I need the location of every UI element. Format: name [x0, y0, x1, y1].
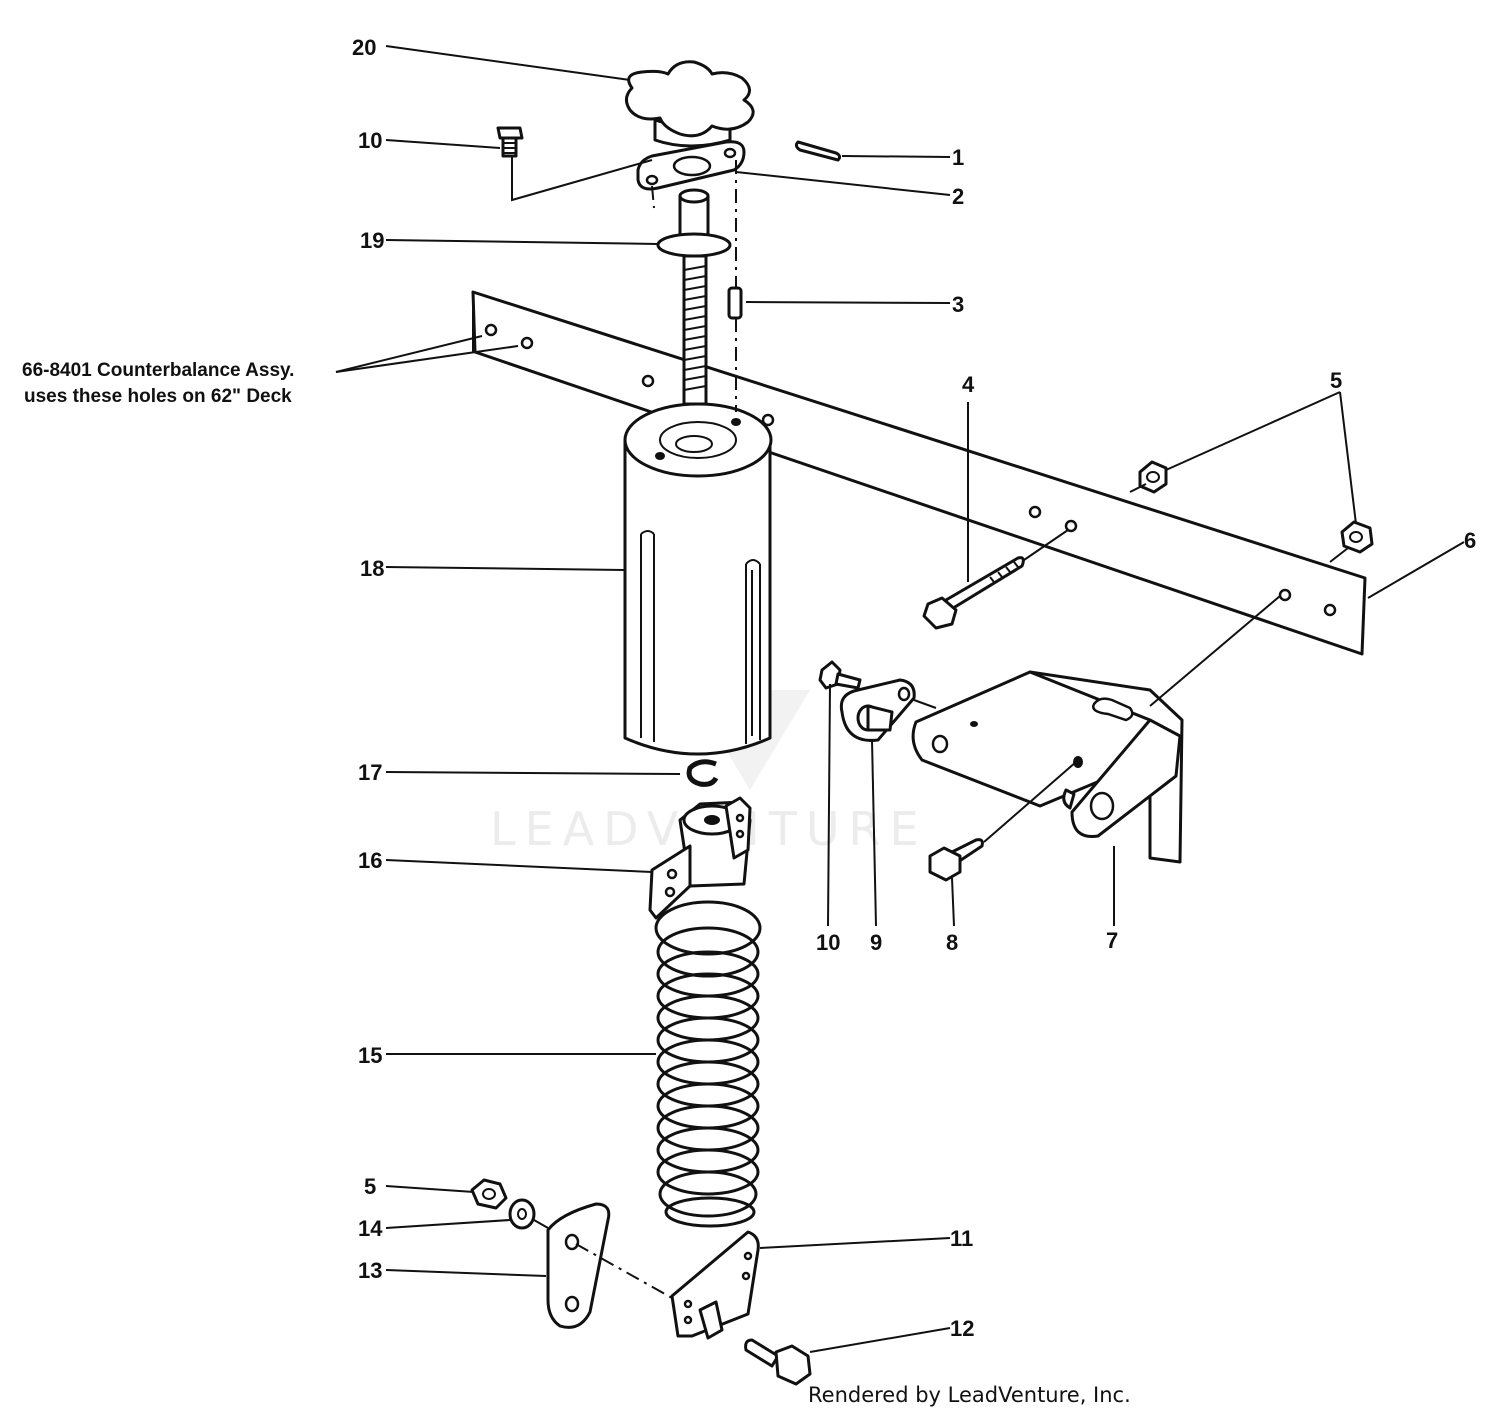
star-knob[interactable]	[625, 60, 755, 148]
leader-lines	[335, 45, 1465, 1353]
callout-19: 19	[360, 228, 384, 253]
callout-5-upper: 5	[1330, 368, 1342, 393]
callout-18: 18	[360, 556, 384, 581]
callout-13: 13	[358, 1258, 382, 1283]
angle-bracket[interactable]	[911, 670, 1184, 864]
hex-nut-bottom[interactable]	[470, 1178, 508, 1210]
callout-17: 17	[358, 760, 382, 785]
callout-12: 12	[950, 1316, 974, 1341]
note-line-2: uses these holes on 62" Deck	[24, 386, 292, 407]
callout-2: 2	[952, 184, 964, 209]
flat-washer[interactable]	[508, 1198, 536, 1230]
callout-14: 14	[358, 1216, 383, 1241]
callout-3: 3	[952, 292, 964, 317]
hex-nut-lower[interactable]	[1340, 520, 1374, 554]
mounting-plate[interactable]	[636, 140, 746, 191]
note-line-1: 66-8401 Counterbalance Assy.	[22, 360, 294, 381]
spring-pin[interactable]	[727, 286, 743, 320]
callout-5-lower: 5	[364, 1174, 376, 1199]
callout-7: 7	[1106, 928, 1118, 953]
deck-holes-note: 66-8401 Counterbalance Assy. uses these …	[22, 360, 294, 407]
screw-top[interactable]	[496, 126, 524, 158]
callout-labels: 20 10 1 2 19 3 4 5 6 18 17 16 10 9 8 7 1…	[352, 35, 1476, 1341]
tube-housing[interactable]	[623, 402, 773, 756]
bottom-bolt[interactable]	[744, 1338, 812, 1386]
short-bolt[interactable]	[928, 838, 984, 882]
pivot-plate[interactable]	[839, 678, 916, 742]
deck-bar[interactable]	[471, 290, 1367, 656]
callout-1: 1	[952, 145, 964, 170]
callout-4: 4	[962, 372, 975, 397]
spring-cap[interactable]	[648, 796, 752, 920]
render-credit: Rendered by LeadVenture, Inc.	[808, 1383, 1131, 1407]
long-bolt[interactable]	[922, 556, 1025, 630]
callout-8: 8	[946, 930, 958, 955]
callout-11: 11	[950, 1226, 973, 1251]
retaining-ring[interactable]	[686, 759, 719, 787]
spring-anchor-bracket[interactable]	[670, 1230, 760, 1340]
callout-16: 16	[358, 848, 382, 873]
callout-10-top: 10	[358, 128, 382, 153]
callout-6: 6	[1464, 528, 1476, 553]
callout-15: 15	[358, 1043, 382, 1068]
callout-20: 20	[352, 35, 376, 60]
coil-spring[interactable]	[654, 900, 762, 1228]
screw-side[interactable]	[818, 660, 862, 690]
callout-9: 9	[870, 930, 882, 955]
assembly-lines	[511, 156, 1349, 1299]
triangle-plate[interactable]	[546, 1202, 611, 1329]
hex-nut-upper[interactable]	[1138, 460, 1168, 494]
callout-10-side: 10	[816, 930, 840, 955]
roll-pin[interactable]	[794, 140, 842, 162]
